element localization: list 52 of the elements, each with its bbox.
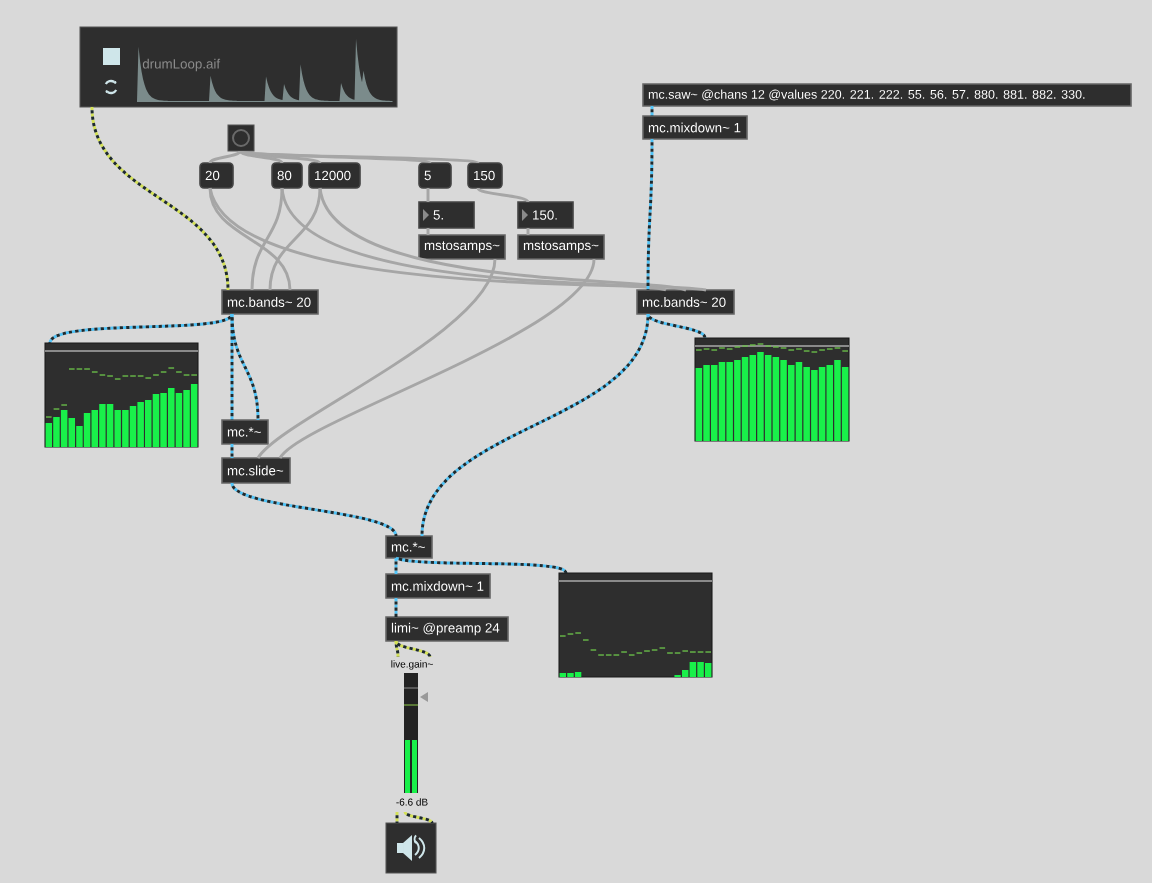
patch-cord xyxy=(278,258,596,460)
object-box: mc.*~ xyxy=(385,535,433,559)
patch-cord xyxy=(208,187,707,292)
patch-cord xyxy=(420,313,650,537)
patch-cord xyxy=(403,811,434,824)
patch-cord xyxy=(268,187,322,291)
patch-cord xyxy=(48,313,234,344)
patch-cord xyxy=(230,482,398,537)
patch-cord xyxy=(650,106,654,116)
patch-cord xyxy=(230,444,234,458)
patch-cord xyxy=(476,187,530,203)
patch-cord xyxy=(394,640,432,658)
number-box: 12000 xyxy=(308,162,361,189)
number-box: 80 xyxy=(271,162,303,189)
patch-cord xyxy=(239,149,321,165)
object-box: mc.mixdown~ 1 xyxy=(642,115,748,140)
object-box: mc.mixdown~ 1 xyxy=(385,573,491,599)
bar-display xyxy=(44,342,199,448)
object-box: mc.*~ xyxy=(221,419,269,445)
patch-cord xyxy=(394,598,398,617)
patch-cord xyxy=(256,258,497,459)
object-box: mc.bands~ 20 xyxy=(636,289,735,315)
object-box: mc.bands~ 20 xyxy=(221,289,319,315)
object-box: mc.saw~ @chans 12 @values 220. 221. 222. 55. 56. 57. 880. 881. 882. 330. xyxy=(642,83,1132,107)
patch-cord xyxy=(395,812,399,823)
patch-cord xyxy=(395,556,568,574)
object-box: mstosamps~ xyxy=(517,234,605,260)
object-box: mstosamps~ xyxy=(418,234,506,260)
button xyxy=(227,124,255,152)
patch-cord xyxy=(646,313,707,339)
bar-display xyxy=(558,572,713,678)
patch-cord xyxy=(526,228,530,235)
patch-cord xyxy=(646,139,654,290)
gain-label: live.gain~ xyxy=(391,660,433,670)
object-box: mc.slide~ xyxy=(221,457,291,484)
bar-display xyxy=(694,337,850,442)
patch-cord xyxy=(208,150,242,164)
number-box: 5. xyxy=(418,201,475,229)
object-box: limi~ @preamp 24 xyxy=(385,616,509,642)
file-name: drumLoop.aif xyxy=(142,58,221,72)
number-box: 150. xyxy=(517,201,574,229)
patch-cord xyxy=(230,313,260,421)
patch-cord xyxy=(394,558,398,574)
patch-cord xyxy=(250,187,284,291)
number-box: 150 xyxy=(467,162,503,189)
patch-cord xyxy=(426,228,430,235)
number-box: 20 xyxy=(199,162,234,189)
patch-cord xyxy=(90,106,230,291)
patch-cord xyxy=(426,188,430,202)
number-box: 5 xyxy=(418,162,452,189)
patch-cord xyxy=(239,149,479,165)
level-readout: -6.6 dB xyxy=(396,798,428,806)
